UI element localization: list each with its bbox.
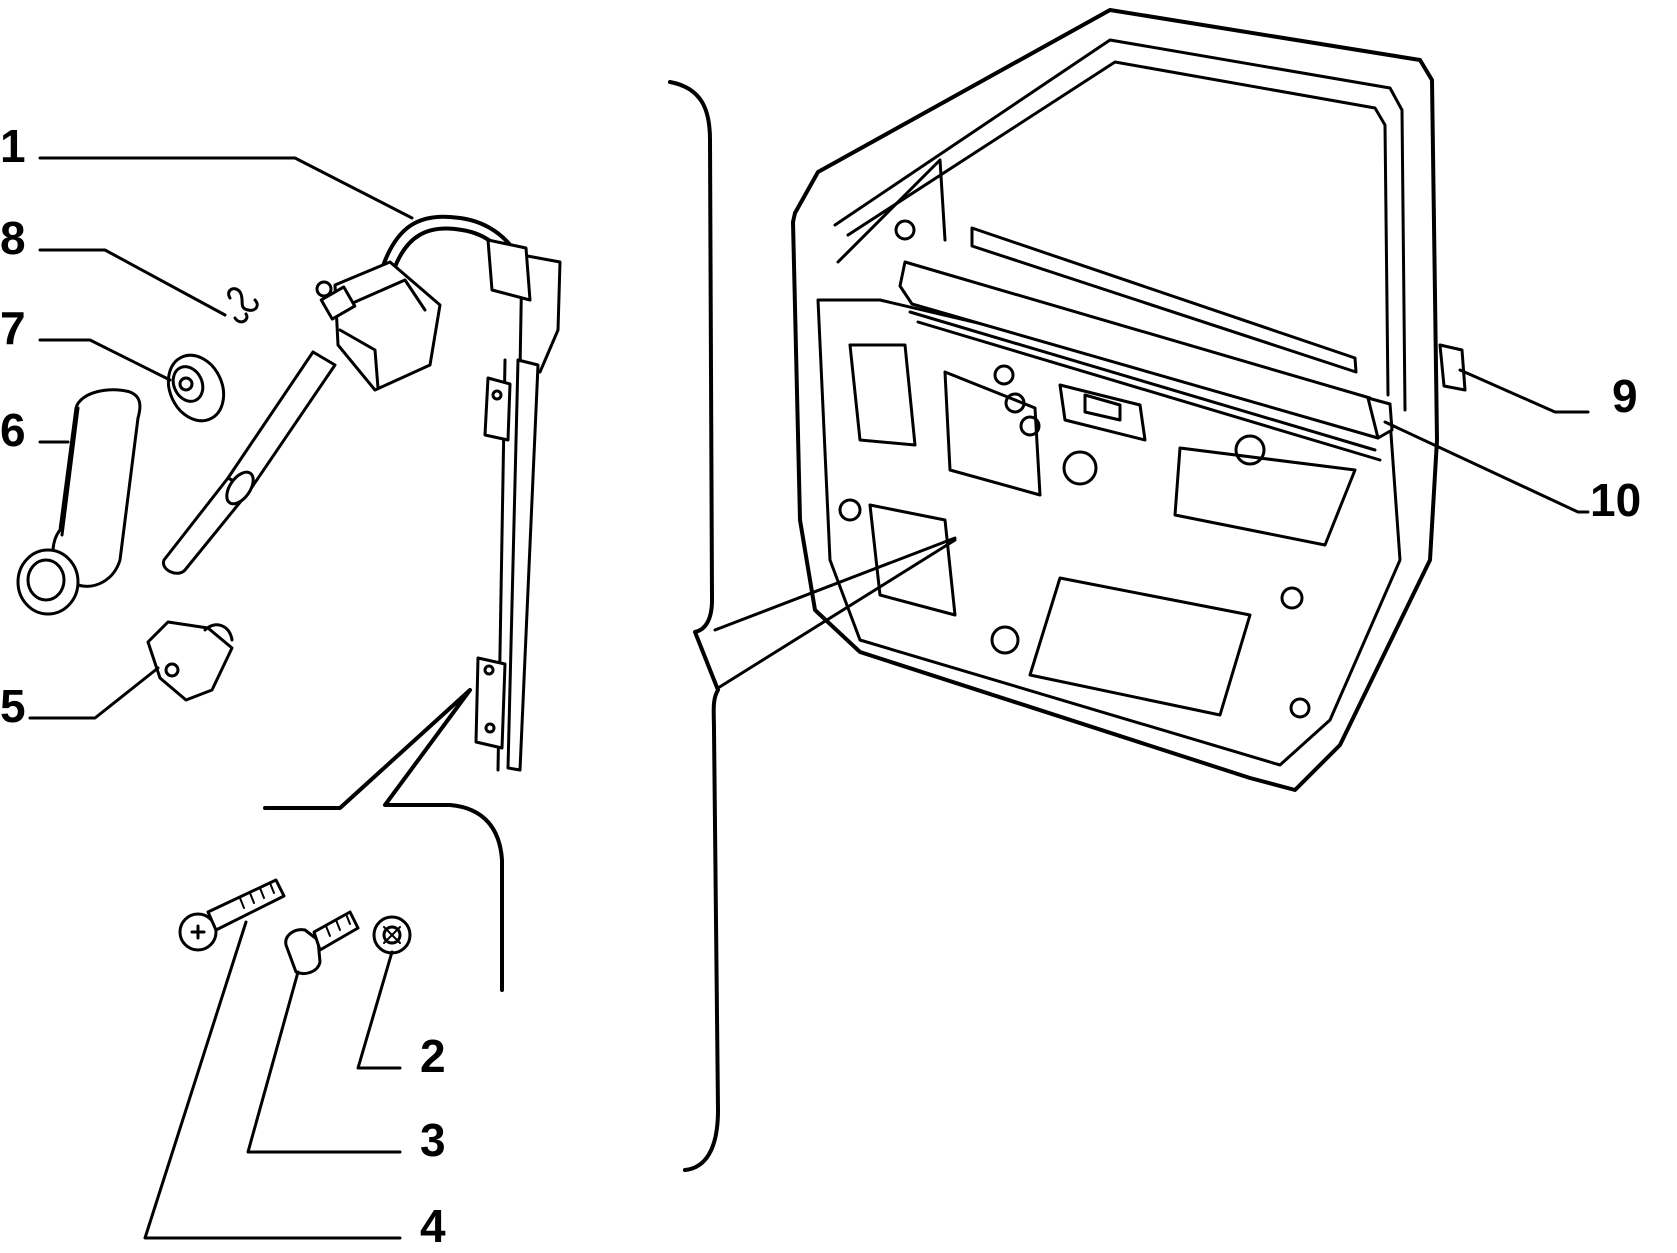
leader-10	[1383, 420, 1590, 514]
handle-bezel	[166, 353, 226, 423]
leader-5	[28, 666, 160, 720]
callout-10: 10	[1590, 474, 1641, 526]
brace-leader-upper	[713, 536, 957, 632]
spring-clip	[227, 287, 259, 324]
callout-1: 1	[0, 120, 26, 172]
callout-3: 3	[420, 1114, 446, 1166]
leader-3	[246, 970, 402, 1154]
callout-9: 9	[1612, 370, 1638, 422]
long-screw	[178, 878, 286, 952]
leader-4	[143, 920, 402, 1240]
callout-6: 6	[0, 404, 26, 456]
window-regulator	[161, 214, 562, 772]
leader-1	[38, 156, 414, 220]
leader-lines	[28, 156, 1590, 1240]
leader-2	[356, 950, 402, 1070]
fastener-brace	[263, 688, 504, 992]
assembly-brace	[668, 80, 720, 1172]
callout-7: 7	[0, 302, 26, 354]
callout-2: 2	[420, 1030, 446, 1082]
leader-9	[1458, 368, 1590, 414]
leader-8	[38, 248, 227, 317]
brace-leader-lower	[716, 538, 957, 690]
retaining-clip	[146, 620, 234, 702]
door-panel	[791, 8, 1467, 792]
callout-8: 8	[0, 212, 26, 264]
star-washer	[372, 915, 412, 955]
callout-5: 5	[0, 680, 26, 732]
callout-4: 4	[420, 1200, 446, 1252]
leader-7	[38, 338, 172, 382]
window-crank-handle	[16, 388, 142, 616]
hex-bolt	[284, 910, 360, 976]
